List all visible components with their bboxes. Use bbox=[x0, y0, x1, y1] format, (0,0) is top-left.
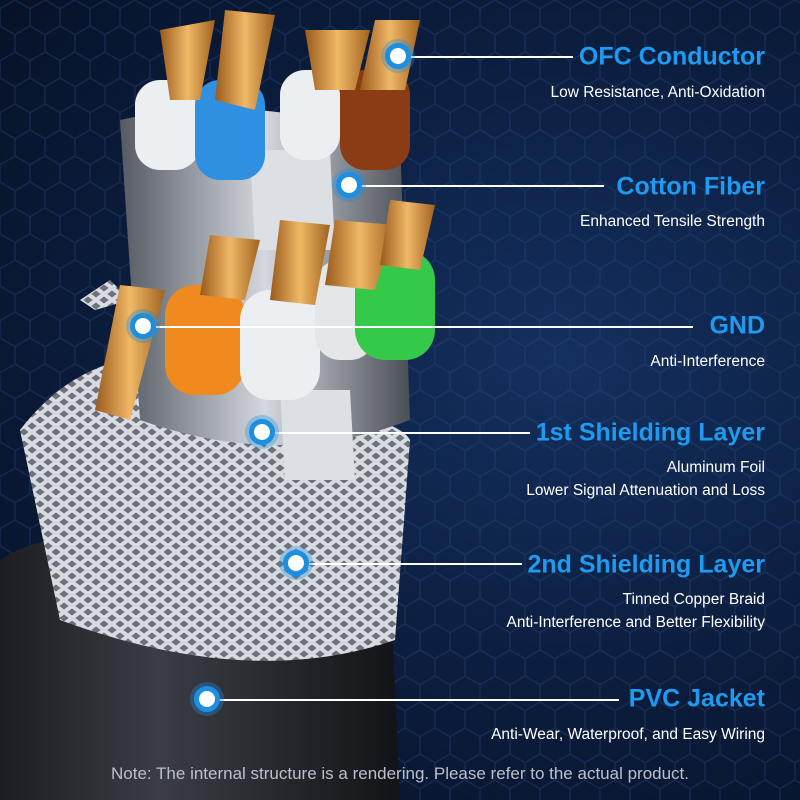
callout-desc-2nd-shielding-1: Tinned Copper Braid bbox=[622, 591, 765, 608]
callout-marker-pvc-jacket bbox=[194, 686, 220, 712]
callout-desc-2nd-shielding-2: Anti-Interference and Better Flexibility bbox=[506, 614, 765, 631]
callout-marker-ofc-conductor bbox=[385, 43, 411, 69]
callout-title-pvc-jacket: PVC Jacket bbox=[628, 684, 765, 713]
disclaimer-note: Note: The internal structure is a render… bbox=[111, 764, 689, 783]
callout-desc-cotton-fiber: Enhanced Tensile Strength bbox=[580, 213, 765, 230]
callout-marker-gnd bbox=[130, 313, 156, 339]
callout-line-pvc-jacket bbox=[207, 699, 619, 701]
callout-title-1st-shielding: 1st Shielding Layer bbox=[535, 418, 765, 447]
callout-line-gnd bbox=[143, 326, 693, 328]
callout-line-2nd-shielding bbox=[296, 563, 522, 565]
callout-line-cotton-fiber bbox=[349, 185, 604, 187]
callout-marker-1st-shielding bbox=[249, 419, 275, 445]
callout-marker-cotton-fiber bbox=[336, 172, 362, 198]
callout-desc-pvc-jacket: Anti-Wear, Waterproof, and Easy Wiring bbox=[491, 726, 765, 743]
callout-desc-1st-shielding-1: Aluminum Foil bbox=[666, 459, 765, 476]
callout-desc-ofc-conductor: Low Resistance, Anti-Oxidation bbox=[550, 84, 765, 101]
callout-title-2nd-shielding: 2nd Shielding Layer bbox=[527, 550, 765, 579]
callout-marker-2nd-shielding bbox=[283, 550, 309, 576]
callout-desc-gnd: Anti-Interference bbox=[650, 353, 765, 370]
callout-desc-1st-shielding-2: Lower Signal Attenuation and Loss bbox=[526, 482, 765, 499]
callout-line-1st-shielding bbox=[262, 432, 530, 434]
callout-title-ofc-conductor: OFC Conductor bbox=[578, 42, 765, 71]
callout-title-cotton-fiber: Cotton Fiber bbox=[616, 172, 765, 201]
callout-line-ofc-conductor bbox=[398, 56, 573, 58]
callout-title-gnd: GND bbox=[709, 311, 765, 340]
